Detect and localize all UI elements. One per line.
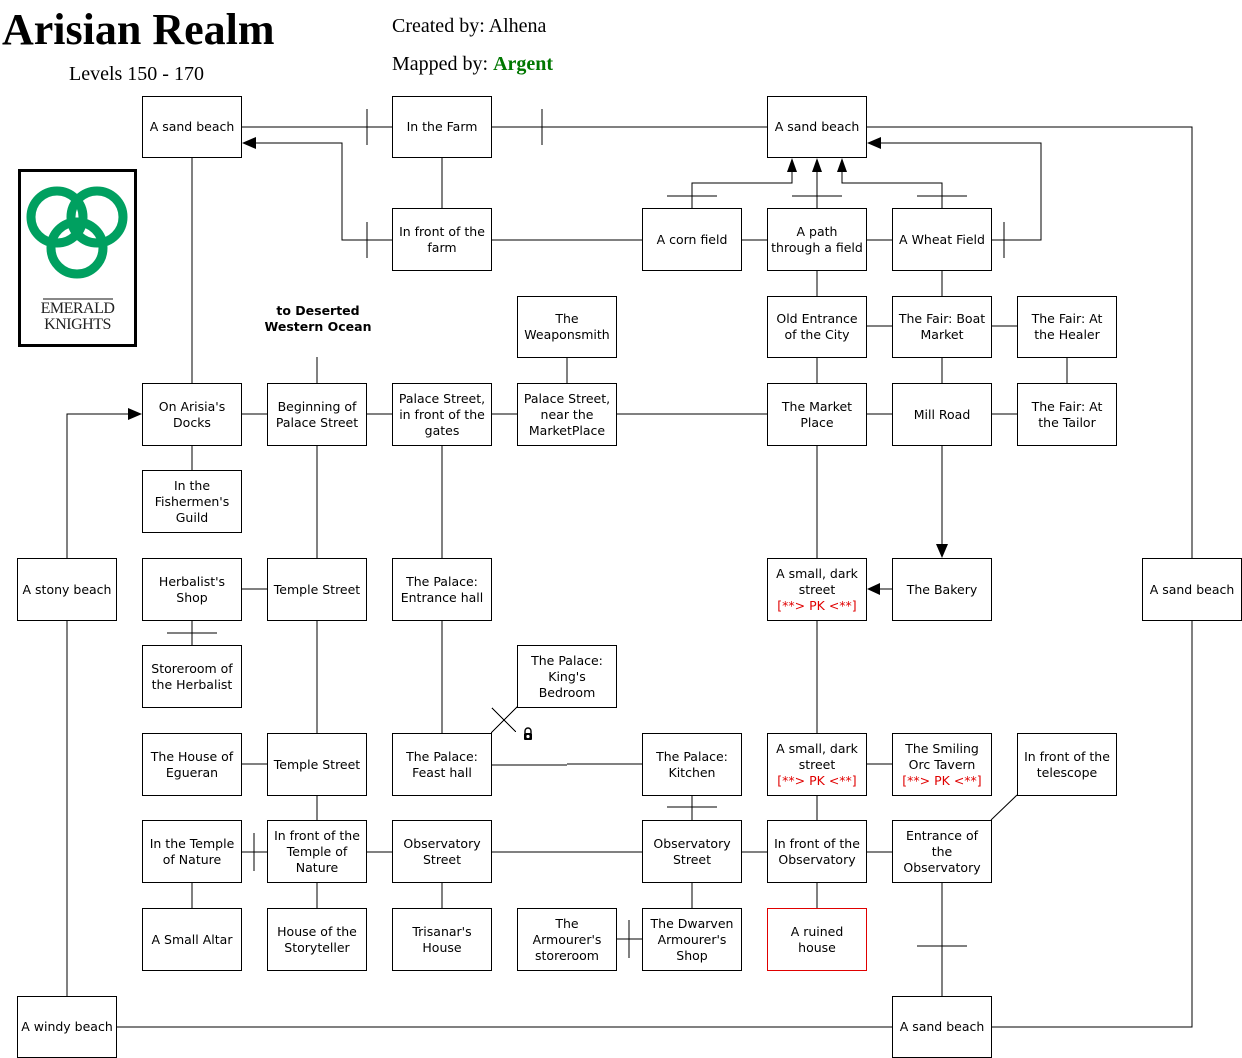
logo-divider xyxy=(43,298,113,300)
room-kings-bedroom[interactable]: The Palace: King's Bedroom xyxy=(517,645,617,708)
arrow-head xyxy=(936,544,948,558)
room-trisanar[interactable]: Trisanar's House xyxy=(392,908,492,971)
room-old-entrance[interactable]: Old Entrance of the City xyxy=(767,296,867,358)
room-feast-hall[interactable]: The Palace: Feast hall xyxy=(392,733,492,796)
room-telescope[interactable]: In front of the telescope xyxy=(1017,733,1117,796)
room-label: The Smiling Orc Tavern xyxy=(905,740,979,772)
link xyxy=(991,620,1193,1028)
triquetra-rings-icon xyxy=(26,186,128,279)
created-by-label: Created by: xyxy=(392,15,485,37)
mapper-credit: Mapped by: Argent xyxy=(392,51,553,77)
door-mark xyxy=(491,707,517,733)
room-dwarven-armourer[interactable]: The Dwarven Armourer's Shop xyxy=(642,908,742,971)
pk-warning: [**> PK <**] xyxy=(777,597,857,613)
room-wheat-field[interactable]: A Wheat Field xyxy=(892,208,992,271)
room-observatory-street-2[interactable]: Observatory Street xyxy=(642,820,742,883)
room-temple-street-2[interactable]: Temple Street xyxy=(267,733,367,796)
room-herbalist-storeroom[interactable]: Storeroom of the Herbalist xyxy=(142,645,242,708)
oneway-link xyxy=(66,413,128,558)
room-kitchen[interactable]: The Palace: Kitchen xyxy=(642,733,742,796)
arrow-head xyxy=(867,583,880,595)
oneway-link xyxy=(841,172,943,208)
mapper-name: Argent xyxy=(493,53,554,75)
room-bakery[interactable]: The Bakery xyxy=(892,558,992,621)
room-palace-street-market[interactable]: Palace Street, near the MarketPlace xyxy=(517,383,617,446)
room-fishermen-guild[interactable]: In the Fishermen's Guild xyxy=(142,470,242,533)
link xyxy=(866,126,1193,558)
room-storyteller[interactable]: House of the Storyteller xyxy=(267,908,367,971)
pk-warning: [**> PK <**] xyxy=(902,772,982,788)
room-stony-beach[interactable]: A stony beach xyxy=(17,558,117,621)
room-front-observatory[interactable]: In front of the Observatory xyxy=(767,820,867,883)
room-beginning-palace-street[interactable]: Beginning of Palace Street xyxy=(267,383,367,446)
oneway-link xyxy=(881,142,1042,241)
room-mill-road[interactable]: Mill Road xyxy=(892,383,992,446)
arrow-head xyxy=(837,158,847,172)
room-label: A small, dark street xyxy=(776,740,858,772)
arrow-head xyxy=(242,137,256,149)
pk-warning: [**> PK <**] xyxy=(777,772,857,788)
oneway-link xyxy=(691,172,793,208)
creator-name: Alhena xyxy=(488,15,547,37)
room-armourer-storeroom[interactable]: The Armourer's storeroom xyxy=(517,908,617,971)
room-palace-street-gates[interactable]: Palace Street, in front of the gates xyxy=(392,383,492,446)
room-small-altar[interactable]: A Small Altar xyxy=(142,908,242,971)
room-corn-field[interactable]: A corn field xyxy=(642,208,742,271)
room-label: A small, dark street xyxy=(776,565,858,597)
room-ruined-house[interactable]: A ruined house xyxy=(767,908,867,971)
lock-icon xyxy=(524,727,532,740)
room-palace-entrance-hall[interactable]: The Palace: Entrance hall xyxy=(392,558,492,621)
room-in-front-of-farm[interactable]: In front of the farm xyxy=(392,208,492,271)
link xyxy=(990,794,1018,821)
room-small-dark-street-2[interactable]: A small, dark street[**> PK <**] xyxy=(767,733,867,796)
creator-credit: Created by: Alhena xyxy=(392,13,546,39)
room-herbalist-shop[interactable]: Herbalist's Shop xyxy=(142,558,242,621)
room-sand-beach-s[interactable]: A sand beach xyxy=(892,996,992,1058)
room-market-place[interactable]: The Market Place xyxy=(767,383,867,446)
room-fair-healer[interactable]: The Fair: At the Healer xyxy=(1017,296,1117,358)
arrow-head xyxy=(812,158,822,172)
room-temple-of-nature[interactable]: In the Temple of Nature xyxy=(142,820,242,883)
room-arisia-docks[interactable]: On Arisia's Docks xyxy=(142,383,242,446)
room-sand-beach-e[interactable]: A sand beach xyxy=(1142,558,1242,621)
room-fair-tailor[interactable]: The Fair: At the Tailor xyxy=(1017,383,1117,446)
room-fair-boat-market[interactable]: The Fair: Boat Market xyxy=(892,296,992,358)
arrow-head xyxy=(787,158,797,172)
room-in-the-farm[interactable]: In the Farm xyxy=(392,96,492,158)
oneway-link xyxy=(256,142,392,241)
room-sand-beach-n[interactable]: A sand beach xyxy=(767,96,867,158)
room-temple-street-1[interactable]: Temple Street xyxy=(267,558,367,621)
room-path-through-field[interactable]: A path through a field xyxy=(767,208,867,271)
mapped-by-label: Mapped by: xyxy=(392,53,489,75)
room-front-temple-nature[interactable]: In front of the Temple of Nature xyxy=(267,820,367,883)
room-observatory-entrance[interactable]: Entrance of the Observatory xyxy=(892,820,992,883)
level-range: Levels 150 - 170 xyxy=(69,63,204,85)
arrow-head xyxy=(867,137,881,149)
room-windy-beach[interactable]: A windy beach xyxy=(17,996,117,1058)
room-weaponsmith[interactable]: The Weaponsmith xyxy=(517,296,617,358)
room-sand-beach-nw[interactable]: A sand beach xyxy=(142,96,242,158)
room-small-dark-street-1[interactable]: A small, dark street[**> PK <**] xyxy=(767,558,867,621)
room-smiling-orc[interactable]: The Smiling Orc Tavern[**> PK <**] xyxy=(892,733,992,796)
map-title: Arisian Realm xyxy=(2,5,275,54)
room-observatory-street-1[interactable]: Observatory Street xyxy=(392,820,492,883)
exit-label-western-ocean: to Deserted Western Ocean xyxy=(264,303,372,334)
arrow-head xyxy=(128,408,142,420)
room-house-egueran[interactable]: The House of Egueran xyxy=(142,733,242,796)
